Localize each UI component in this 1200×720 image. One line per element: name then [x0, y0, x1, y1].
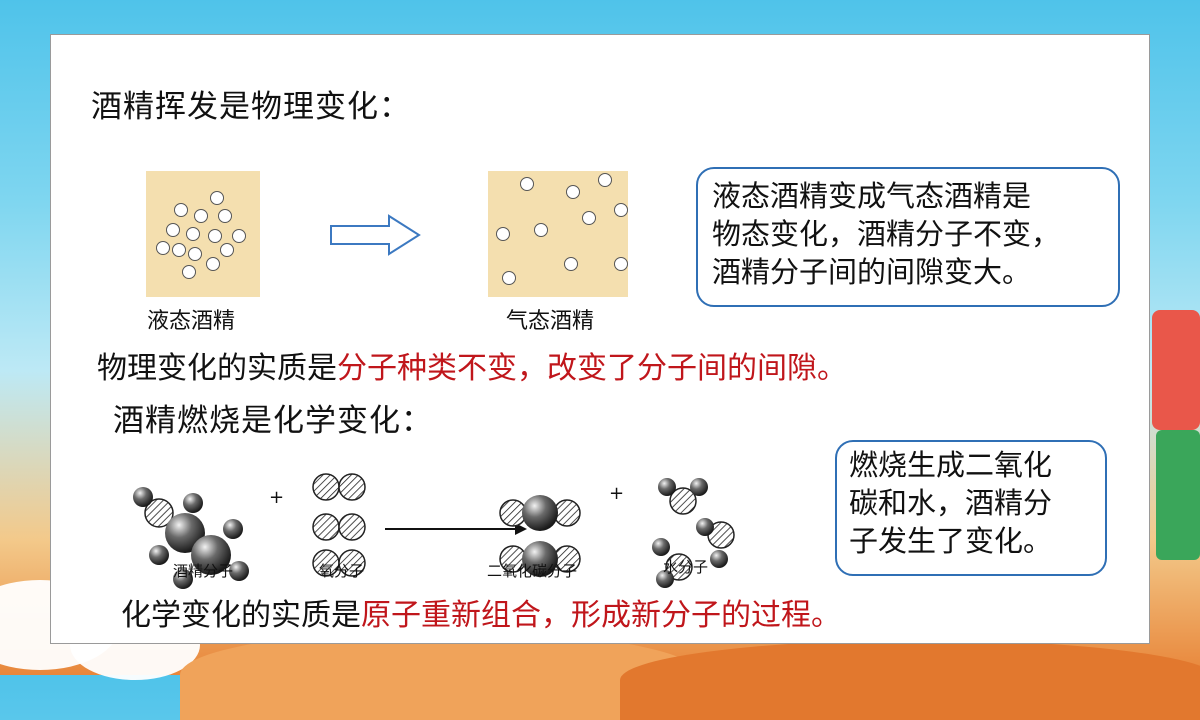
molecule-dot [194, 209, 208, 223]
molecule-dot [172, 243, 186, 257]
molecule-dot [502, 271, 516, 285]
physical-change-essence: 物理变化的实质是分子种类不变，改变了分子间的间隙。 [97, 343, 847, 387]
molecule-dot [186, 227, 200, 241]
molecule-dot [156, 241, 170, 255]
background-character [1156, 430, 1200, 560]
molecule-dot [534, 223, 548, 237]
gas-alcohol-caption: 气态酒精 [506, 309, 595, 334]
hydrogen-atom [223, 519, 243, 539]
slide-card: 酒精挥发是物理变化： 液态酒精 气态酒精 液态酒精变成气态酒 [50, 34, 1150, 644]
molecule-dot [206, 257, 220, 271]
carbon-atom [522, 495, 558, 531]
oxygen-atom [338, 473, 366, 501]
molecule-dot [210, 191, 224, 205]
molecule-dot [218, 209, 232, 223]
liquid-alcohol-caption: 液态酒精 [147, 309, 236, 334]
oxygen-molecules [312, 473, 366, 577]
reaction-arrow [385, 523, 527, 535]
hydrogen-atom [710, 550, 728, 568]
molecule-dot [174, 203, 188, 217]
chemical-change-note: 燃烧生成二氧化 碳和水，酒精分 子发生了变化。 [835, 440, 1107, 576]
oxygen-atom [338, 549, 366, 577]
molecule-dot [166, 223, 180, 237]
chemical-change-essence: 化学变化的实质是原子重新组合，形成新分子的过程。 [121, 590, 841, 634]
carbon-atom [191, 535, 231, 575]
oxygen-atom [669, 487, 697, 515]
oxygen-molecule-label: 氧分子 [319, 562, 365, 580]
liquid-alcohol-diagram [146, 171, 260, 297]
molecule-dot [564, 257, 578, 271]
molecule-dot [182, 265, 196, 279]
oxygen-atom [312, 513, 340, 541]
note-line: 物态变化，酒精分子不变， [712, 217, 1061, 251]
hydrogen-atom [229, 561, 249, 581]
oxygen-atom [338, 513, 366, 541]
hydrogen-atom [133, 487, 153, 507]
water-molecule-label: 水分子 [663, 558, 709, 576]
hydrogen-atom [656, 570, 674, 588]
molecule-dot [220, 243, 234, 257]
heading-chemical-change: 酒精燃烧是化学变化： [113, 403, 433, 439]
molecule-dot [598, 173, 612, 187]
note-line: 碳和水，酒精分 [849, 486, 1053, 520]
molecule-dot [614, 257, 628, 271]
note-line: 液态酒精变成气态酒精是 [712, 179, 1032, 213]
molecule-dot [582, 211, 596, 225]
combustion-reaction-diagram [133, 473, 735, 589]
gas-alcohol-diagram [488, 171, 628, 297]
statement-prefix: 化学变化的实质是 [121, 598, 361, 633]
plus-sign: + [269, 487, 285, 508]
alcohol-molecule-label: 酒精分子 [173, 562, 234, 580]
physical-change-note: 液态酒精变成气态酒精是 物态变化，酒精分子不变， 酒精分子间的间隙变大。 [696, 167, 1120, 307]
heading-physical-change: 酒精挥发是物理变化： [91, 89, 411, 125]
molecule-dot [208, 229, 222, 243]
statement-highlight: 原子重新组合，形成新分子的过程。 [361, 598, 841, 633]
molecule-dot [496, 227, 510, 241]
molecule-dot [566, 185, 580, 199]
note-line: 燃烧生成二氧化 [849, 448, 1053, 482]
hydrogen-atom [658, 478, 676, 496]
background-hill [620, 640, 1200, 720]
transition-arrow [330, 214, 421, 256]
hydrogen-atom [183, 493, 203, 513]
statement-prefix: 物理变化的实质是 [97, 351, 337, 386]
molecule-dot [520, 177, 534, 191]
hydrogen-atom [149, 545, 169, 565]
co2-molecules [499, 495, 581, 577]
note-line: 子发生了变化。 [849, 524, 1053, 558]
co2-molecule-label: 二氧化碳分子 [487, 562, 578, 580]
alcohol-molecule [133, 487, 249, 589]
molecule-dot [232, 229, 246, 243]
oxygen-atom [312, 473, 340, 501]
plus-sign: + [609, 483, 625, 504]
carbon-atom [522, 541, 558, 577]
hydrogen-atom [652, 538, 670, 556]
hydrogen-atom [173, 569, 193, 589]
hydrogen-atom [690, 478, 708, 496]
background-character [1152, 310, 1200, 430]
oxygen-atom [144, 498, 174, 528]
statement-highlight: 分子种类不变，改变了分子间的间隙。 [337, 351, 847, 386]
water-molecules [652, 478, 735, 588]
molecule-dot [614, 203, 628, 217]
oxygen-atom [665, 553, 693, 581]
hydrogen-atom [696, 518, 714, 536]
note-line: 酒精分子间的间隙变大。 [712, 255, 1032, 289]
molecule-dot [188, 247, 202, 261]
